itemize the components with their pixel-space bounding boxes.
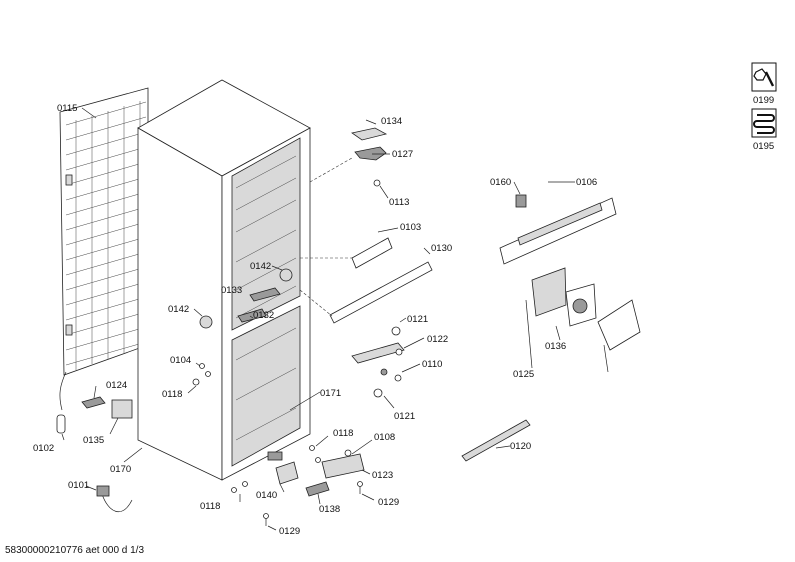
part-labels: 0115 0134 0127 0113 0160 0106 0103 0130 … <box>33 103 597 537</box>
label-0138: 0138 <box>319 504 340 515</box>
leader-lines <box>61 107 609 531</box>
label-0130: 0130 <box>431 243 452 254</box>
label-0121-upper: 0121 <box>407 314 428 325</box>
label-0101: 0101 <box>68 480 89 491</box>
label-0160: 0160 <box>490 177 511 188</box>
small-parts <box>56 127 641 526</box>
coil-icon: 0195 <box>751 108 777 152</box>
label-0170: 0170 <box>110 464 131 475</box>
label-0132: 0132 <box>253 310 274 321</box>
label-0118-bottom: 0118 <box>200 501 220 512</box>
label-0142-lower: 0142 <box>168 304 189 315</box>
condenser-coil <box>59 87 149 411</box>
label-0171: 0171 <box>320 388 341 399</box>
label-0106: 0106 <box>576 177 597 188</box>
legend-icons: 0199 0195 <box>751 62 777 152</box>
label-0140: 0140 <box>256 490 277 501</box>
label-0115: 0115 <box>57 103 77 114</box>
label-0120: 0120 <box>510 441 531 452</box>
label-0103: 0103 <box>400 222 421 233</box>
label-0124: 0124 <box>106 380 127 391</box>
label-0136: 0136 <box>545 341 566 352</box>
label-0134: 0134 <box>381 116 402 127</box>
cabinet-body <box>137 79 311 481</box>
label-0118-left: 0118 <box>162 389 182 400</box>
label-0142-upper: 0142 <box>250 261 271 272</box>
label-0199: 0199 <box>753 95 774 106</box>
label-0122: 0122 <box>427 334 448 345</box>
label-0118-mid: 0118 <box>333 428 353 439</box>
label-0125: 0125 <box>513 369 534 380</box>
document-footer: 58300000210776 aet 000 d 1/3 <box>5 545 144 556</box>
label-0129-right: 0129 <box>378 497 399 508</box>
label-0133: 0133 <box>221 285 242 296</box>
label-0123: 0123 <box>372 470 393 481</box>
label-0102: 0102 <box>33 443 54 454</box>
label-0113: 0113 <box>389 197 409 208</box>
label-0104: 0104 <box>170 355 191 366</box>
label-0135: 0135 <box>83 435 104 446</box>
label-0129-lower: 0129 <box>279 526 300 537</box>
label-0108: 0108 <box>374 432 395 443</box>
label-0110: 0110 <box>422 359 442 370</box>
label-0195: 0195 <box>753 141 774 152</box>
label-0121-lower: 0121 <box>394 411 415 422</box>
label-0127: 0127 <box>392 149 413 160</box>
wrench-icon: 0199 <box>751 62 777 106</box>
